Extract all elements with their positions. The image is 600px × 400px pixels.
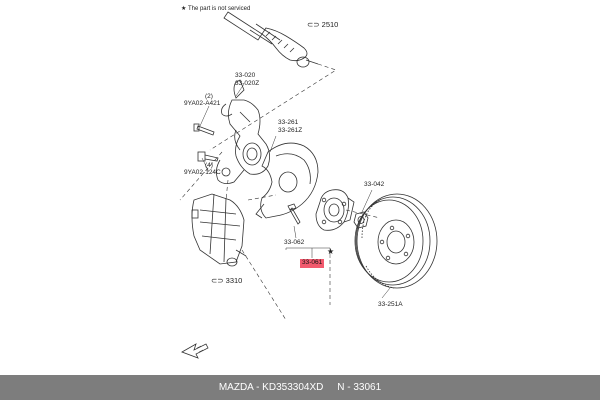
ref-caliper: ⊂⊃ 3310 — [211, 276, 243, 285]
steering-knuckle — [216, 79, 270, 184]
footer-part-number: MAZDA - KD353304XD N - 33061 — [218, 382, 382, 393]
label-bolt-top-qty: (2) — [205, 93, 213, 100]
label-bolt-mid-qty: (4) — [205, 162, 213, 169]
hub-nut — [353, 211, 369, 229]
label-hub-highlight: 33-061 — [300, 259, 325, 268]
wheel-hub — [315, 189, 355, 231]
label-bolt-mid-code: 9YA02-124C — [184, 169, 221, 176]
middle-bolt — [197, 151, 219, 162]
not-serviced-note: ★ The part is not serviced — [181, 6, 251, 12]
leader-lines — [199, 83, 391, 299]
footer-bar: MAZDA - KD353304XD N - 33061 — [0, 375, 600, 400]
not-serviced-star-icon: ★ — [327, 247, 334, 256]
label-stud: 33-062 — [284, 239, 305, 246]
label-disc: 33-251A — [378, 301, 403, 308]
dust-shield — [255, 142, 319, 219]
label-bolt-top-code: 9YA02-A421 — [184, 100, 221, 107]
brake-caliper — [191, 193, 247, 267]
label-shield-b: 33-261Z — [278, 127, 303, 134]
label-knuckle-b: 33-020Z — [235, 80, 260, 87]
front-arrow — [181, 343, 209, 359]
brake-disc — [354, 193, 438, 289]
ref-driveshaft: ⊂⊃ 2510 — [307, 20, 339, 29]
drive-shaft — [223, 11, 319, 68]
label-nut: 33-042 — [364, 181, 385, 188]
label-shield-a: 33-261 — [278, 119, 299, 126]
label-knuckle-a: 33-020 — [235, 72, 256, 79]
upper-bolt — [193, 123, 215, 136]
hub-stud — [287, 203, 301, 225]
